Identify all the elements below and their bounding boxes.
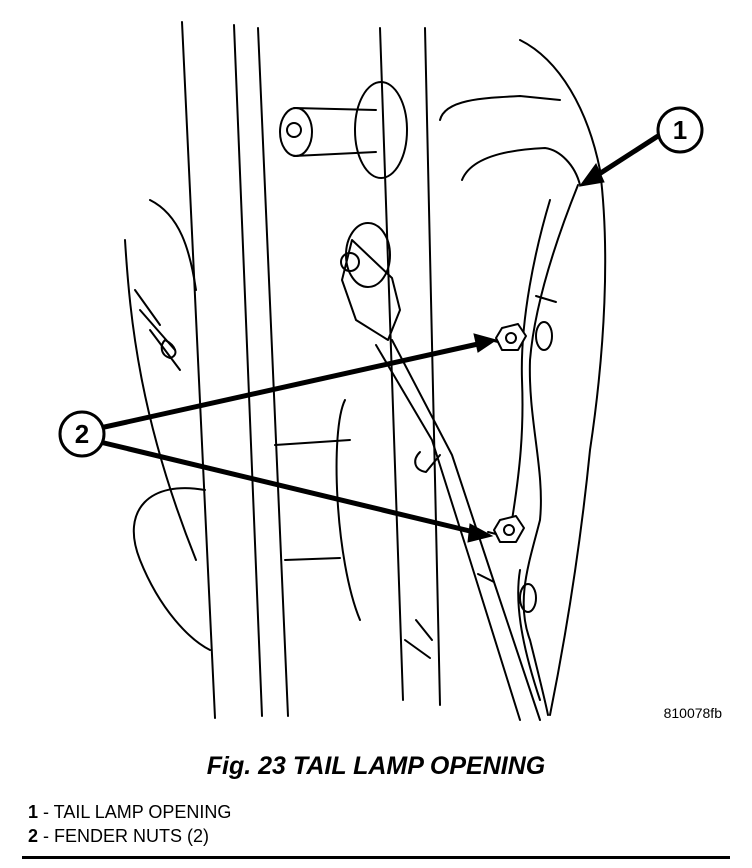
legend-item: 1 - TAIL LAMP OPENING bbox=[28, 800, 231, 824]
leader-line-2-upper bbox=[99, 341, 479, 431]
fender-nut-upper bbox=[489, 323, 527, 351]
arrowhead-2-lower bbox=[467, 523, 494, 543]
legend-text: - TAIL LAMP OPENING bbox=[38, 802, 232, 822]
tail-lamp-opening bbox=[439, 39, 607, 716]
leader-line-1 bbox=[594, 133, 660, 179]
body-pillar bbox=[124, 21, 441, 719]
legend: 1 - TAIL LAMP OPENING 2 - FENDER NUTS (2… bbox=[28, 800, 231, 848]
callout-2: 2 bbox=[58, 410, 106, 458]
arrowhead-2-upper bbox=[473, 333, 498, 353]
striker-post bbox=[279, 81, 408, 179]
fender-nut-lower bbox=[487, 515, 525, 543]
hinge-bracket bbox=[340, 222, 541, 721]
leader-line-2-lower bbox=[99, 439, 475, 535]
legend-item: 2 - FENDER NUTS (2) bbox=[28, 824, 231, 848]
callout-1-number: 1 bbox=[673, 115, 687, 145]
tail-lamp-opening-illustration: 1 2 bbox=[58, 21, 704, 721]
legend-text: - FENDER NUTS (2) bbox=[38, 826, 210, 846]
callout-2-number: 2 bbox=[75, 419, 89, 449]
arrowhead-1 bbox=[578, 163, 605, 187]
callout-1: 1 bbox=[656, 106, 704, 154]
figure-caption: Fig. 23 TAIL LAMP OPENING bbox=[206, 752, 546, 780]
divider bbox=[22, 856, 730, 859]
legend-number: 1 bbox=[28, 802, 39, 822]
figure-code: 810078fb bbox=[663, 705, 722, 721]
legend-number: 2 bbox=[28, 826, 39, 846]
